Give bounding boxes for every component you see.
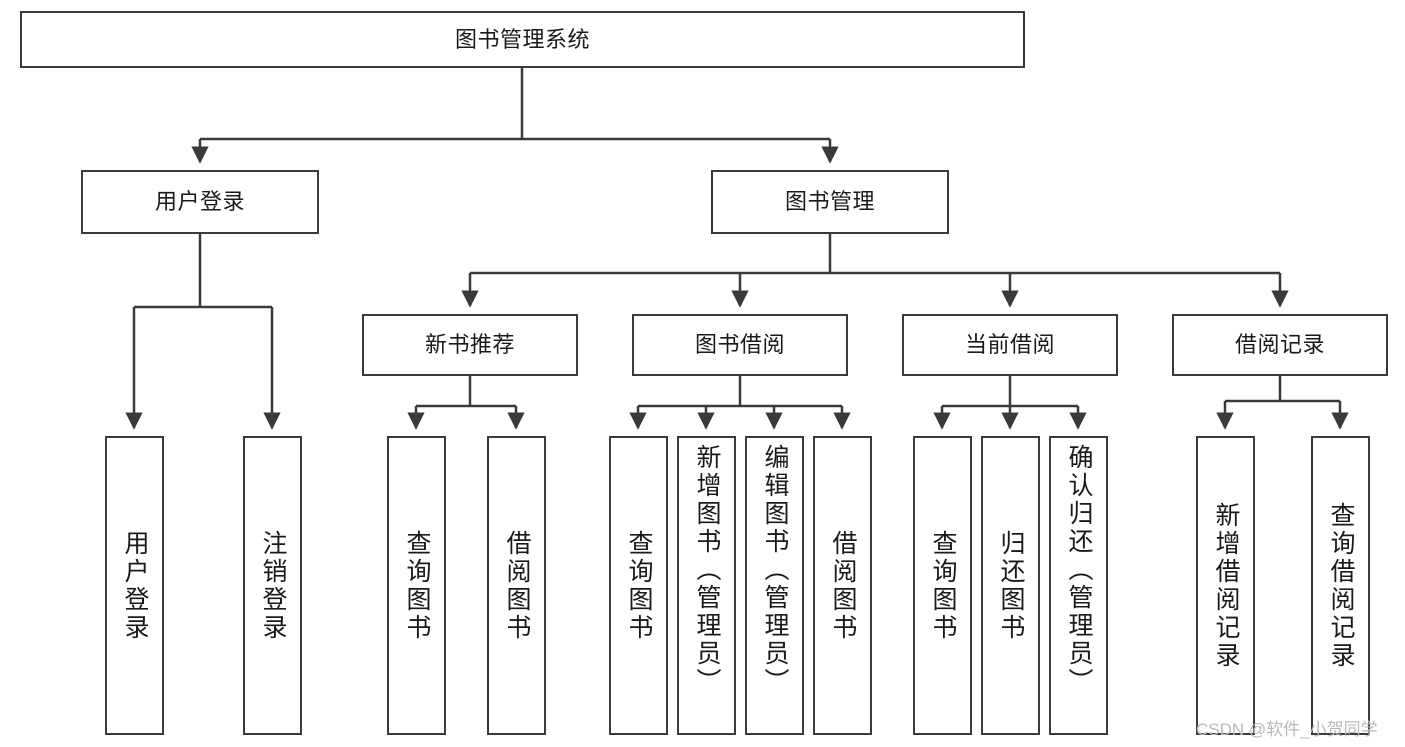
node-leaf-5[interactable]: 查询图书 xyxy=(609,436,668,735)
node-leaf-5-label: 查询图书 xyxy=(625,529,653,642)
node-leaf-8-label: 借阅图书 xyxy=(829,529,857,642)
node-level2-1[interactable]: 用户登录 xyxy=(81,170,319,234)
node-leaf-12-label: 新增借阅记录 xyxy=(1212,501,1240,670)
node-leaf-8[interactable]: 借阅图书 xyxy=(813,436,872,735)
node-level2-1-label: 用户登录 xyxy=(154,189,245,215)
node-leaf-11-label: 确认归还（管理员） xyxy=(1065,444,1093,696)
node-leaf-13[interactable]: 查询借阅记录 xyxy=(1311,436,1370,735)
node-level3-2-label: 图书借阅 xyxy=(694,332,785,358)
node-level3-1-label: 新书推荐 xyxy=(424,332,515,358)
node-level3-1[interactable]: 新书推荐 xyxy=(362,314,578,376)
node-leaf-12[interactable]: 新增借阅记录 xyxy=(1196,436,1255,735)
node-level3-2[interactable]: 图书借阅 xyxy=(632,314,848,376)
node-leaf-3[interactable]: 查询图书 xyxy=(387,436,446,735)
node-leaf-2[interactable]: 注销登录 xyxy=(243,436,302,735)
node-level3-4-label: 借阅记录 xyxy=(1234,332,1325,358)
node-leaf-9[interactable]: 查询图书 xyxy=(913,436,972,735)
node-leaf-10-label: 归还图书 xyxy=(997,529,1025,642)
node-leaf-10[interactable]: 归还图书 xyxy=(981,436,1040,735)
node-leaf-4[interactable]: 借阅图书 xyxy=(487,436,546,735)
node-leaf-1[interactable]: 用户登录 xyxy=(105,436,164,735)
csdn-watermark: CSDN @软件_小贺同学 xyxy=(1196,720,1378,739)
node-leaf-13-label: 查询借阅记录 xyxy=(1327,501,1355,670)
node-leaf-9-label: 查询图书 xyxy=(929,529,957,642)
node-level2-2-label: 图书管理 xyxy=(784,189,875,215)
node-leaf-11[interactable]: 确认归还（管理员） xyxy=(1049,436,1108,735)
node-leaf-1-label: 用户登录 xyxy=(121,529,149,642)
node-level3-3-label: 当前借阅 xyxy=(964,332,1055,358)
node-leaf-3-label: 查询图书 xyxy=(403,529,431,642)
node-root-label: 图书管理系统 xyxy=(454,26,590,52)
node-leaf-6-label: 新增图书（管理员） xyxy=(693,444,721,696)
node-level2-2[interactable]: 图书管理 xyxy=(711,170,949,234)
node-level3-3[interactable]: 当前借阅 xyxy=(902,314,1118,376)
node-leaf-7-label: 编辑图书（管理员） xyxy=(761,444,789,696)
node-root[interactable]: 图书管理系统 xyxy=(20,11,1025,68)
node-level3-4[interactable]: 借阅记录 xyxy=(1172,314,1388,376)
node-leaf-4-label: 借阅图书 xyxy=(503,529,531,642)
node-leaf-6[interactable]: 新增图书（管理员） xyxy=(677,436,736,735)
node-leaf-7[interactable]: 编辑图书（管理员） xyxy=(745,436,804,735)
node-leaf-2-label: 注销登录 xyxy=(259,529,287,642)
